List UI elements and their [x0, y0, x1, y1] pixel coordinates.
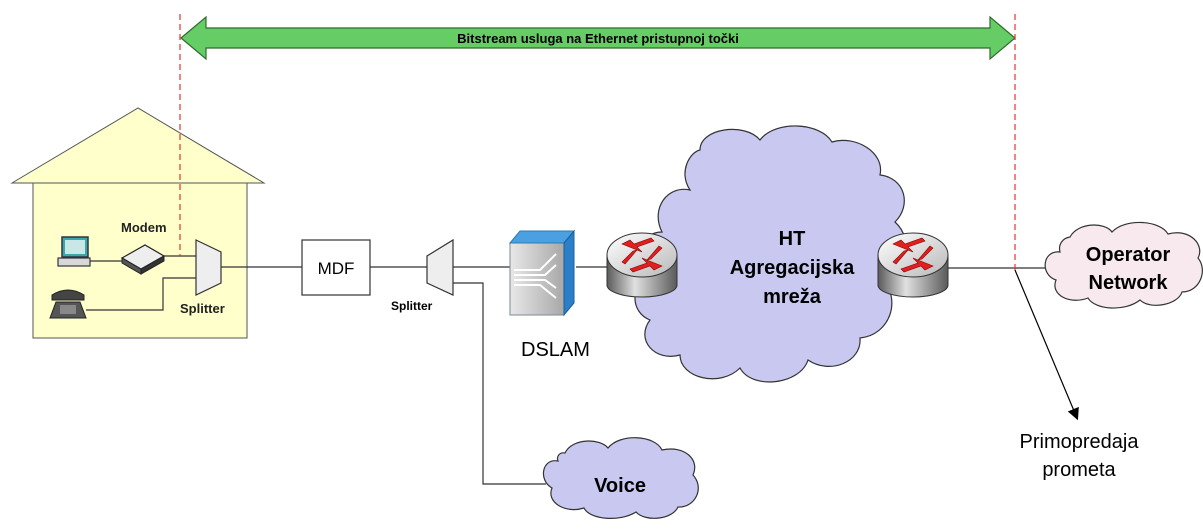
dslam-device: DSLAM	[508, 229, 590, 361]
voice-cloud: Voice	[542, 437, 699, 519]
handover-line2: prometa	[1042, 459, 1116, 481]
telephone-icon	[49, 289, 87, 319]
router-arrows-icon	[621, 237, 663, 273]
ht-cloud-line2: Agregacijska	[730, 257, 855, 279]
ht-cloud-line3: mreža	[763, 286, 822, 308]
customer-house: Modem Splitter	[10, 107, 266, 339]
handover-arrow	[1014, 269, 1079, 421]
cloud-shape	[542, 437, 699, 519]
operator-cloud-line2: Network	[1089, 272, 1169, 294]
splitter-icon	[426, 238, 454, 296]
mdf-label: MDF	[318, 259, 355, 278]
house-roof	[10, 107, 266, 184]
splitter-label: Splitter	[391, 299, 433, 313]
banner-label: Bitstream usluga na Ethernet pristupnoj …	[457, 31, 739, 46]
modem-label: Modem	[121, 220, 167, 235]
bitstream-banner: Bitstream usluga na Ethernet pristupnoj …	[180, 15, 1016, 61]
router-right	[877, 232, 949, 298]
computer-icon	[57, 236, 91, 267]
router-left	[606, 232, 678, 298]
voice-cloud-label: Voice	[594, 475, 646, 497]
ht-aggregation-cloud: HT Agregacijska mreža	[634, 125, 907, 383]
handover-line1: Primopredaja	[1020, 431, 1140, 453]
operator-network-cloud: Operator Network	[1044, 221, 1203, 309]
mdf-box: MDF	[301, 239, 371, 296]
cloud-shape	[1044, 221, 1203, 309]
dslam-label: DSLAM	[521, 339, 590, 361]
house-splitter-label: Splitter	[180, 301, 225, 316]
ht-cloud-line1: HT	[779, 228, 806, 250]
router-arrows-icon	[892, 237, 934, 273]
house-splitter-icon	[195, 239, 222, 296]
operator-cloud-line1: Operator	[1086, 244, 1171, 266]
exchange-splitter: Splitter	[391, 238, 454, 313]
